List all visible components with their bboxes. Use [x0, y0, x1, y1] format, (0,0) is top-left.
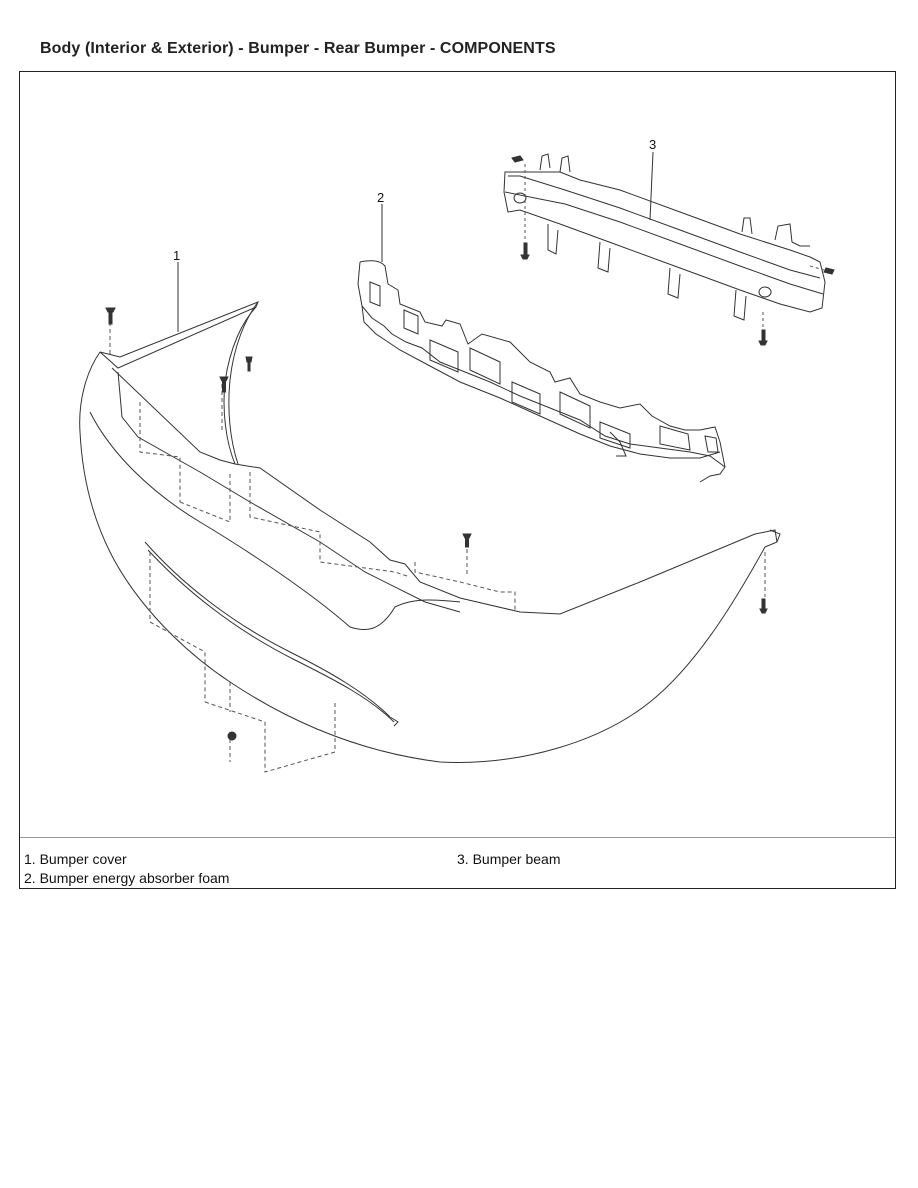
callout-number-2: 2 — [377, 190, 384, 205]
bumper-beam-drawing — [504, 154, 834, 345]
callout-leaders — [178, 152, 653, 332]
legend-label: Bumper energy absorber foam — [39, 870, 230, 886]
fastener-icon — [106, 308, 767, 740]
fastener-icon — [512, 156, 834, 345]
legend-number: 3. — [457, 851, 469, 867]
legend-label: Bumper cover — [39, 851, 127, 867]
document-title: Body (Interior & Exterior) - Bumper - Re… — [40, 40, 556, 57]
exploded-view-drawing: 1 2 3 — [20, 137, 895, 836]
legend-number: 2. — [24, 870, 36, 886]
components-figure: 1 2 3 1. Bumper cover 2. Bumper energy a… — [19, 71, 896, 889]
callout-number-3: 3 — [649, 137, 656, 152]
legend-item-bumper-beam: 3. Bumper beam — [457, 851, 561, 867]
legend-item-energy-absorber: 2. Bumper energy absorber foam — [24, 870, 229, 886]
bumper-cover-drawing — [80, 302, 780, 772]
callout-number-1: 1 — [173, 248, 180, 263]
components-legend: 1. Bumper cover 2. Bumper energy absorbe… — [20, 837, 895, 888]
legend-label: Bumper beam — [472, 851, 561, 867]
legend-item-bumper-cover: 1. Bumper cover — [24, 851, 127, 867]
legend-number: 1. — [24, 851, 36, 867]
energy-absorber-drawing — [358, 261, 725, 482]
